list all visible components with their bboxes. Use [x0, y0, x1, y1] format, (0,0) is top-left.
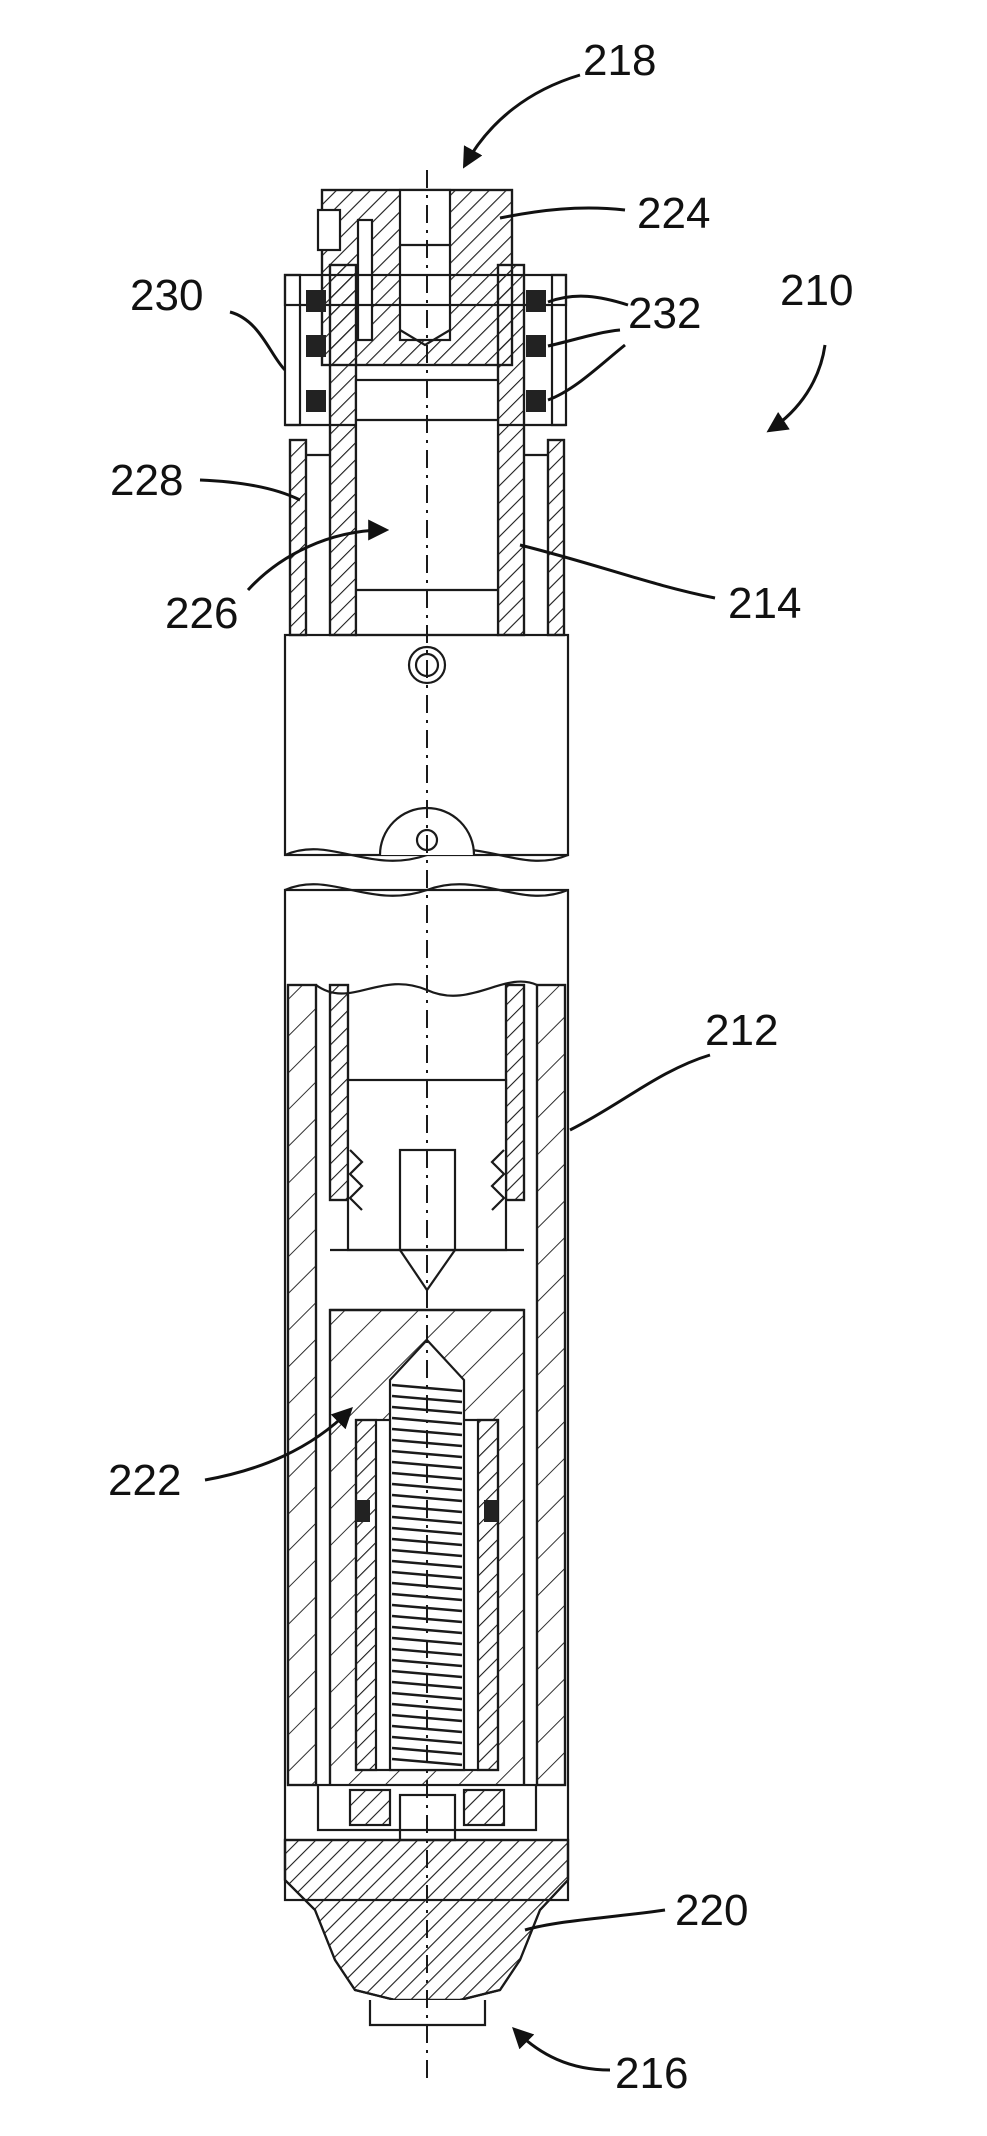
label-210: 210 — [780, 266, 853, 315]
label-214: 214 — [728, 579, 801, 628]
label-230: 230 — [130, 271, 203, 320]
label-220: 220 — [675, 1886, 748, 1935]
label-232: 232 — [628, 289, 701, 338]
label-226: 226 — [165, 589, 238, 638]
label-224: 224 — [637, 189, 710, 238]
label-222: 222 — [108, 1456, 181, 1505]
label-228: 228 — [110, 456, 183, 505]
label-218: 218 — [583, 36, 656, 85]
label-216: 216 — [615, 2049, 688, 2098]
label-212: 212 — [705, 1006, 778, 1055]
